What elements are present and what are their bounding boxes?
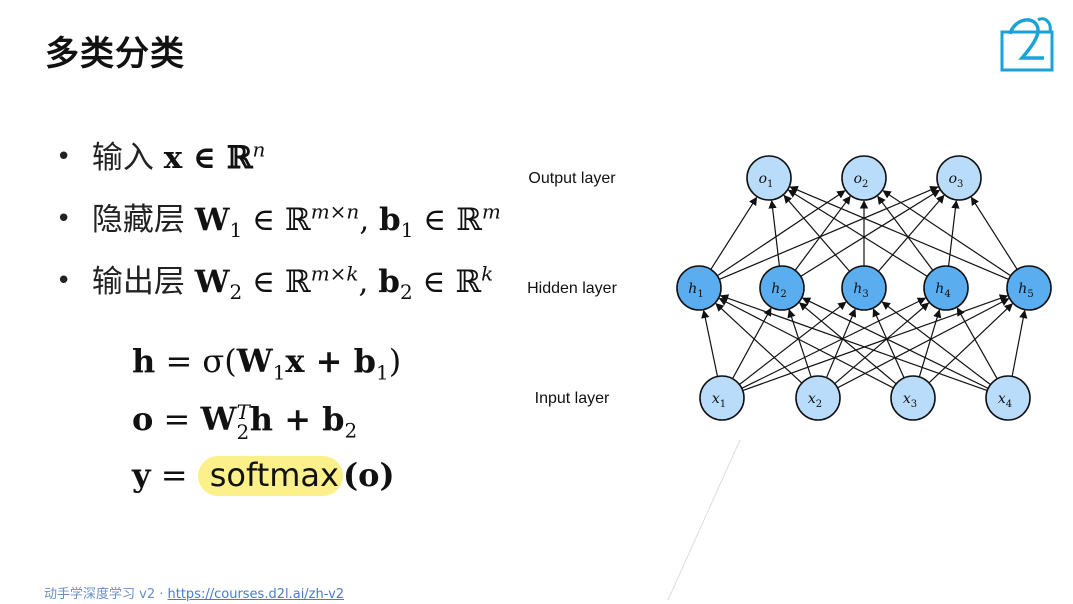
edge-hidden4-output3 — [947, 200, 960, 267]
bullet-input: • 输入 x ∈ ℝn — [56, 132, 265, 177]
edge-input4-hidden5 — [1011, 309, 1028, 377]
edge-hidden1-output1 — [710, 196, 758, 270]
decorative-line — [667, 439, 741, 600]
node-circle — [841, 155, 887, 201]
edge-input1-hidden2 — [732, 307, 772, 379]
edge-input3-hidden3 — [872, 308, 905, 379]
edge-hidden3-output3 — [877, 194, 945, 272]
hidden-layer-label: Hidden layer — [527, 280, 618, 297]
node-circle — [1006, 265, 1052, 311]
edge-input1-hidden4 — [741, 297, 927, 389]
node-x4: x4 — [985, 375, 1031, 421]
node-circle — [936, 155, 982, 201]
edge-hidden4-output1 — [787, 189, 928, 277]
edge-input1-hidden3 — [739, 301, 847, 386]
edge-input4-hidden2 — [801, 297, 989, 389]
node-o3: o3 — [936, 155, 982, 201]
bullet-math: W2 ∈ ℝm×k, b2 ∈ ℝk — [194, 261, 494, 305]
edge-input2-hidden3 — [825, 308, 857, 378]
node-label: x2 — [808, 391, 822, 410]
equation-softmax: y = softmax(o) — [132, 456, 395, 496]
edge-input4-hidden1 — [719, 294, 988, 392]
course-link[interactable]: https://courses.d2l.ai/zh-v2 — [167, 587, 345, 602]
node-label: x4 — [998, 391, 1012, 410]
bullet-label: 输入 — [91, 140, 154, 176]
edge-hidden5-output3 — [970, 196, 1018, 270]
edge-input3-hidden1 — [718, 297, 894, 389]
node-label: o2 — [854, 171, 869, 190]
footer: 动手学深度学习 v2 · https://courses.d2l.ai/zh-v… — [44, 583, 344, 602]
bullet-math: W1 ∈ ℝm×n, b1 ∈ ℝm — [194, 199, 501, 243]
node-x1: x1 — [699, 375, 745, 421]
edge-hidden2-output3 — [800, 189, 941, 277]
edges — [701, 186, 1028, 392]
bullet-dot-icon: • — [56, 142, 72, 172]
input-layer-label: Input layer — [535, 390, 610, 407]
node-circle — [841, 265, 887, 311]
edge-input2-hidden4 — [834, 302, 930, 385]
node-circle — [923, 265, 969, 311]
node-h3: h3 — [841, 265, 887, 311]
node-circle — [759, 265, 805, 311]
edge-hidden3-output1 — [783, 194, 851, 272]
node-h4: h4 — [923, 265, 969, 311]
node-label: h2 — [771, 281, 786, 300]
edge-hidden2-output2 — [794, 195, 851, 271]
node-label: o1 — [759, 171, 774, 190]
node-label: o3 — [949, 171, 964, 190]
edge-input1-hidden1 — [701, 309, 719, 377]
slide-title: 多类分类 — [45, 34, 185, 74]
node-circle — [699, 375, 745, 421]
edge-input3-hidden5 — [928, 303, 1013, 384]
node-x3: x3 — [890, 375, 936, 421]
node-circle — [985, 375, 1031, 421]
bullet-dot-icon: • — [56, 266, 72, 296]
node-label: h4 — [935, 281, 950, 300]
edge-hidden5-output1 — [789, 186, 1009, 280]
edge-input3-hidden4 — [918, 309, 942, 378]
mlp-diagram: o1 o2 o3 h1 h2 h3 h4 h5 x1 x2 x3 x4 Output layer Hi… — [527, 155, 1052, 600]
bullet-label: 输出层 — [91, 264, 185, 300]
node-x2: x2 — [795, 375, 841, 421]
equation-hidden: h = σ(W1x + b1) — [132, 342, 402, 385]
edge-input4-hidden4 — [956, 307, 998, 380]
edge-input2-hidden1 — [715, 303, 803, 384]
edge-input3-hidden2 — [798, 302, 897, 385]
node-circle — [746, 155, 792, 201]
edge-hidden5-output2 — [882, 190, 1012, 277]
node-circle — [795, 375, 841, 421]
node-circle — [890, 375, 936, 421]
node-h2: h2 — [759, 265, 805, 311]
node-o2: o2 — [841, 155, 887, 201]
bullet-label: 隐藏层 — [91, 202, 185, 238]
bullet-dot-icon: • — [56, 204, 72, 234]
node-o1: o1 — [746, 155, 792, 201]
edge-hidden4-output2 — [877, 195, 934, 271]
output-layer-label: Output layer — [528, 170, 616, 187]
d2l-logo-icon — [1000, 17, 1054, 72]
edge-input4-hidden3 — [881, 301, 991, 386]
nodes: o1 o2 o3 h1 h2 h3 h4 h5 x1 x2 x3 x4 — [676, 155, 1052, 421]
node-label: h1 — [688, 281, 703, 300]
node-h5: h5 — [1006, 265, 1052, 311]
node-label: x1 — [712, 391, 726, 410]
node-h1: h1 — [676, 265, 722, 311]
edge-input2-hidden5 — [837, 298, 1010, 389]
bullet-math: x ∈ ℝn — [163, 137, 266, 176]
softmax-highlight: softmax — [197, 456, 343, 496]
edge-hidden1-output2 — [716, 190, 846, 277]
node-label: h3 — [853, 281, 868, 300]
node-circle — [676, 265, 722, 311]
bullet-hidden-layer: • 隐藏层 W1 ∈ ℝm×n, b1 ∈ ℝm — [56, 194, 501, 243]
node-label: x3 — [903, 391, 917, 410]
footer-text: 动手学深度学习 v2 · — [44, 587, 168, 602]
bullet-output-layer: • 输出层 W2 ∈ ℝm×k, b2 ∈ ℝk — [56, 256, 494, 305]
edge-hidden2-output1 — [768, 200, 781, 267]
node-label: h5 — [1018, 281, 1033, 300]
